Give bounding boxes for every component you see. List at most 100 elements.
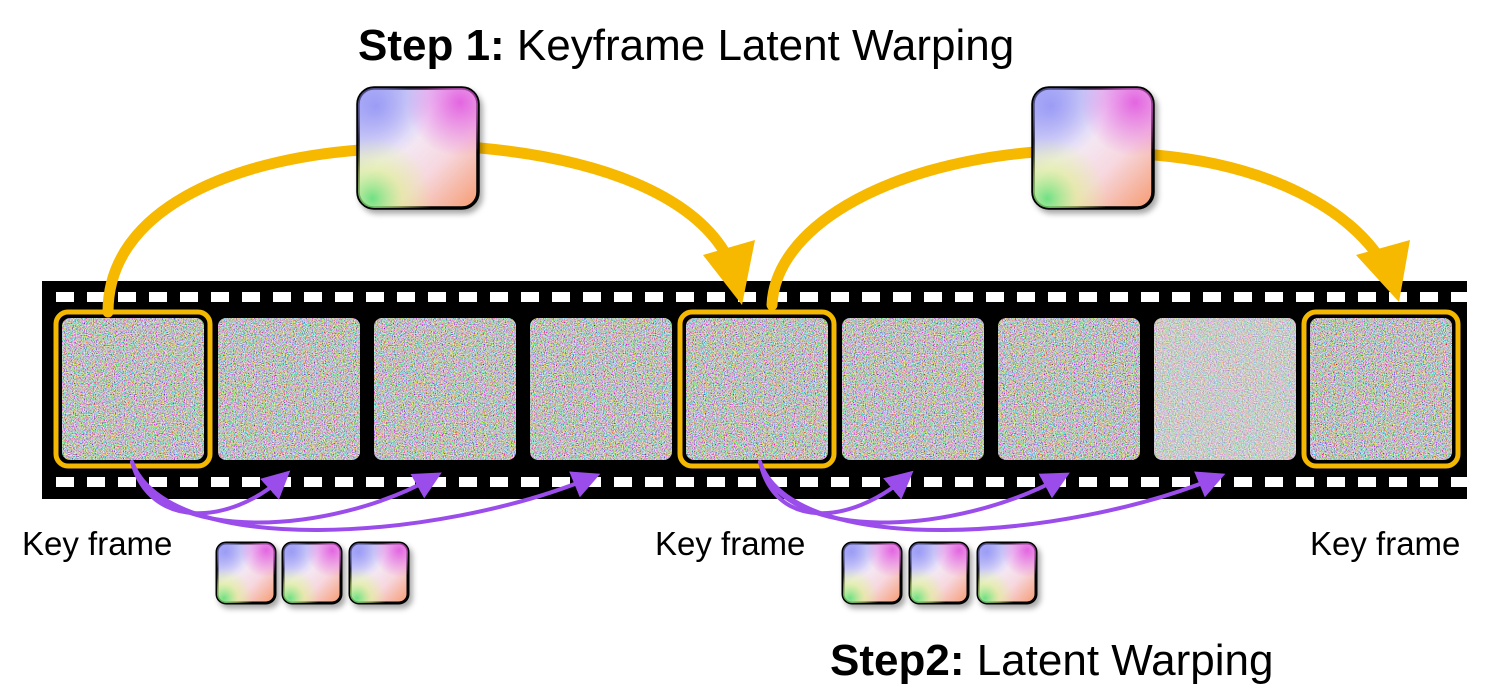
sprocket-hole [1420,292,1438,302]
sprocket-hole [1172,292,1190,302]
small-flow-thumb-1-1 [215,541,277,605]
sprocket-hole [1079,477,1097,487]
flow-thumb-step1-a [356,86,480,210]
sprocket-hole [180,292,198,302]
sprocket-hole [1110,292,1128,302]
key-frame-label-1: Key frame [22,525,173,562]
sprocket-hole [1389,477,1407,487]
sprocket-hole [676,477,694,487]
step1-arrowhead-1 [703,240,755,305]
sprocket-hole [800,292,818,302]
sprocket-hole [1358,477,1376,487]
sprocket-hole [242,292,260,302]
sprocket-hole [397,292,415,302]
sprocket-hole [1017,292,1035,302]
keyframe-latent [1301,309,1461,469]
step2-arrows [130,460,1226,532]
sprocket-hole [800,477,818,487]
sprocket-hole [397,477,415,487]
key-frame-label-3: Key frame [1310,525,1461,562]
sprocket-hole [459,477,477,487]
sprocket-hole [738,477,756,487]
sprocket-hole [521,477,539,487]
keyframe-border [677,309,837,469]
sprocket-hole [1017,477,1035,487]
sprocket-hole [831,292,849,302]
sprocket-hole [56,477,74,487]
small-flow-thumb-2-2 [908,541,970,605]
noise-latent-frame [998,318,1140,460]
sprocket-hole [955,292,973,302]
keyframe-border [1301,309,1461,469]
sprocket-hole [614,477,632,487]
sprocket-hole [583,292,601,302]
key-frame-label-2: Key frame [655,525,806,562]
keyframe-latent [677,309,837,469]
sprocket-hole [862,292,880,302]
sprocket-hole [1110,477,1128,487]
sprocket-hole [211,477,229,487]
sprocket-hole [1327,477,1345,487]
step2-arrow-2c [758,460,1226,532]
sprocket-hole [924,477,942,487]
noise-latent-frame [530,318,672,460]
keyframe-latent [53,309,213,469]
sprocket-hole [552,477,570,487]
sprocket-hole [645,292,663,302]
small-flow-thumb-2-3 [976,541,1038,605]
step2-title-text: Latent Warping [964,636,1274,685]
sprocket-hole [862,477,880,487]
sprocket-hole [1141,477,1159,487]
sprocket-hole [986,477,1004,487]
sprocket-hole [1358,292,1376,302]
flow-thumb-step1-b [1031,86,1155,210]
sprocket-hole [335,292,353,302]
sprocket-hole [552,292,570,302]
sprocket-hole [521,292,539,302]
noise-latent-frame [374,318,516,460]
sprocket-hole [459,292,477,302]
sprocket-hole [490,292,508,302]
sprocket-hole [1296,477,1314,487]
small-flow-thumb-1-2 [281,541,343,605]
sprocket-hole [1048,292,1066,302]
small-flow-thumb-1-3 [348,541,410,605]
step2-arrow-1c [130,460,601,532]
sprocket-hole [490,477,508,487]
sprocket-hole [149,477,167,487]
small-flow-thumb-2-1 [841,541,903,605]
sprocket-hole [1079,292,1097,302]
sprocket-hole [707,292,725,302]
sprocket-hole [180,477,198,487]
sprocket-hole [273,292,291,302]
sprocket-hole [366,292,384,302]
step1-arrows [102,142,1388,318]
frame-row [53,309,1461,469]
sprocket-hole [118,292,136,302]
sprocket-hole [335,477,353,487]
noise-latent-frame [218,318,360,460]
sprocket-hole [955,477,973,487]
sprocket-hole [1234,292,1252,302]
step1-arc-1 [102,142,736,318]
step1-arrowhead-2 [1356,240,1410,302]
sprocket-hole [1451,477,1469,487]
step2-flow-thumbs [215,541,1038,605]
sprocket-hole [1327,292,1345,302]
sprocket-hole [428,292,446,302]
noise-latent-frame [1154,318,1296,460]
sprocket-hole [1172,477,1190,487]
step1-arc-2 [766,146,1388,311]
sprocket-hole [1141,292,1159,302]
sprocket-hole [986,292,1004,302]
sprocket-hole [1203,292,1221,302]
noise-latent-frame [842,318,984,460]
sprocket-hole [304,292,322,302]
sprocket-hole [304,477,322,487]
sprocket-hole [366,477,384,487]
step1-arrowheads [703,240,1410,305]
sprocket-hole [645,477,663,487]
sprocket-hole [614,292,632,302]
sprocket-hole [1296,292,1314,302]
